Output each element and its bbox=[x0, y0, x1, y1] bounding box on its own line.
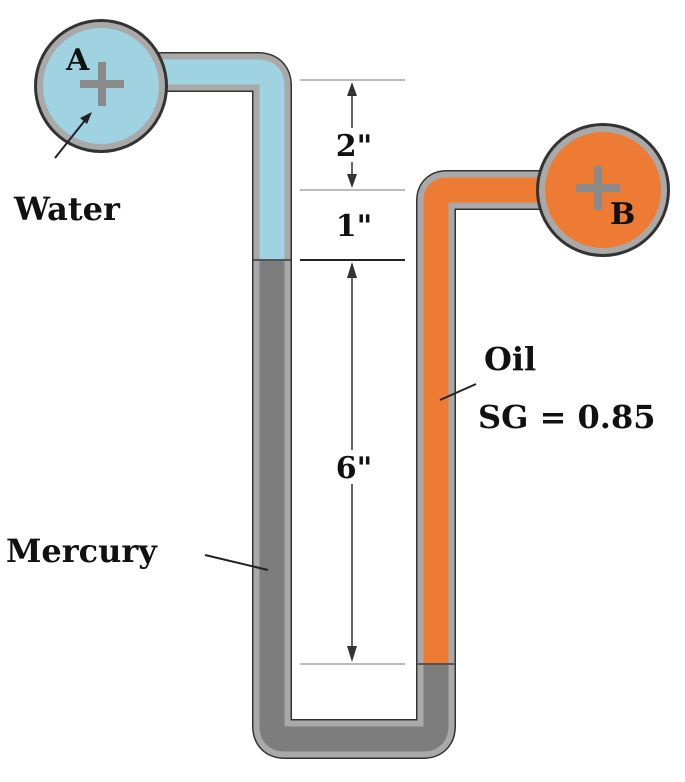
arrowhead-icon bbox=[80, 112, 92, 124]
oil-label: Oil bbox=[484, 340, 536, 378]
leader-lines bbox=[54, 112, 477, 571]
dim-label-bg bbox=[328, 128, 380, 162]
dimension-lines bbox=[300, 79, 405, 665]
dim-1in-label: 1" bbox=[336, 209, 373, 244]
oil-sg-label: SG = 0.85 bbox=[478, 398, 655, 436]
arrowhead-icon bbox=[347, 82, 357, 96]
oil-leader bbox=[439, 383, 477, 401]
center-cross-icon bbox=[576, 166, 620, 210]
point-a-label: A bbox=[65, 43, 90, 78]
dim-2in-label: 2" bbox=[336, 129, 373, 164]
tube-fluids bbox=[101, 59, 585, 752]
mercury-label: Mercury bbox=[6, 532, 158, 570]
point-b-label: B bbox=[610, 197, 635, 232]
mercury-leader bbox=[204, 554, 269, 571]
arrowhead-icon bbox=[347, 646, 357, 662]
arrowhead-icon bbox=[347, 174, 357, 188]
dim-label-bg bbox=[328, 208, 380, 242]
mercury-column bbox=[259, 260, 449, 752]
dim-6in-label: 6" bbox=[336, 451, 373, 486]
bulb-b bbox=[536, 123, 670, 257]
water-label: Water bbox=[13, 190, 121, 228]
labels: A B Water Mercury Oil SG = 0.85 2" 1" 6" bbox=[6, 43, 655, 570]
arrowhead-icon bbox=[347, 262, 357, 278]
bulb-a bbox=[34, 19, 168, 153]
dim-label-bg bbox=[328, 450, 380, 484]
water-column bbox=[101, 59, 285, 260]
center-cross-icon bbox=[80, 62, 124, 106]
oil-column bbox=[423, 177, 585, 664]
